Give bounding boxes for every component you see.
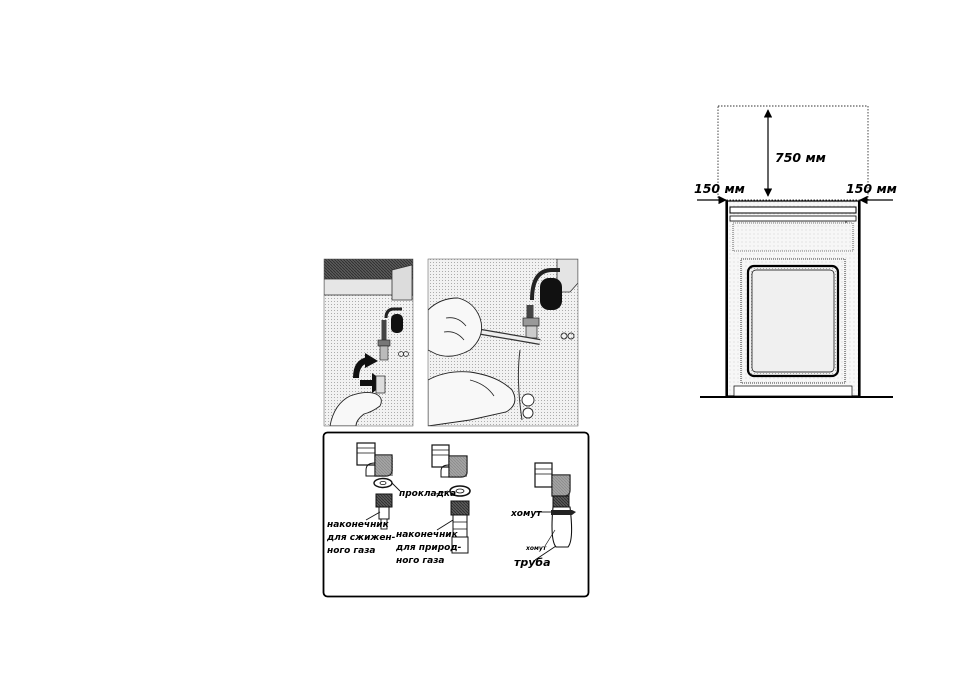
lpg-label-line-1: наконечник [327,520,390,530]
natural-label-line-2: для природ- [395,543,462,553]
stove-clearance-diagram: 750 мм 150 мм 150 мм [694,106,897,397]
photo-connector-left [324,259,413,426]
gasket-label: прокладка [399,489,456,499]
photo-connector-right [428,259,578,426]
lpg-label-line-3: ного газа [327,546,376,556]
clamp-label: хомут [510,509,542,519]
left-clearance-label: 150 мм [694,181,745,196]
lpg-label-line-2: для сжижен- [326,533,396,543]
top-clearance-label: 750 мм [775,150,826,165]
clamp-small-label: хомут [525,545,547,552]
natural-label-line-1: наконечник [396,530,459,540]
pipe-label: труба [514,556,551,569]
fittings-panel: прокладка наконечник для сжижен- ного га… [324,433,589,597]
natural-label-line-3: ного газа [396,556,445,566]
right-clearance-label: 150 мм [846,181,897,196]
